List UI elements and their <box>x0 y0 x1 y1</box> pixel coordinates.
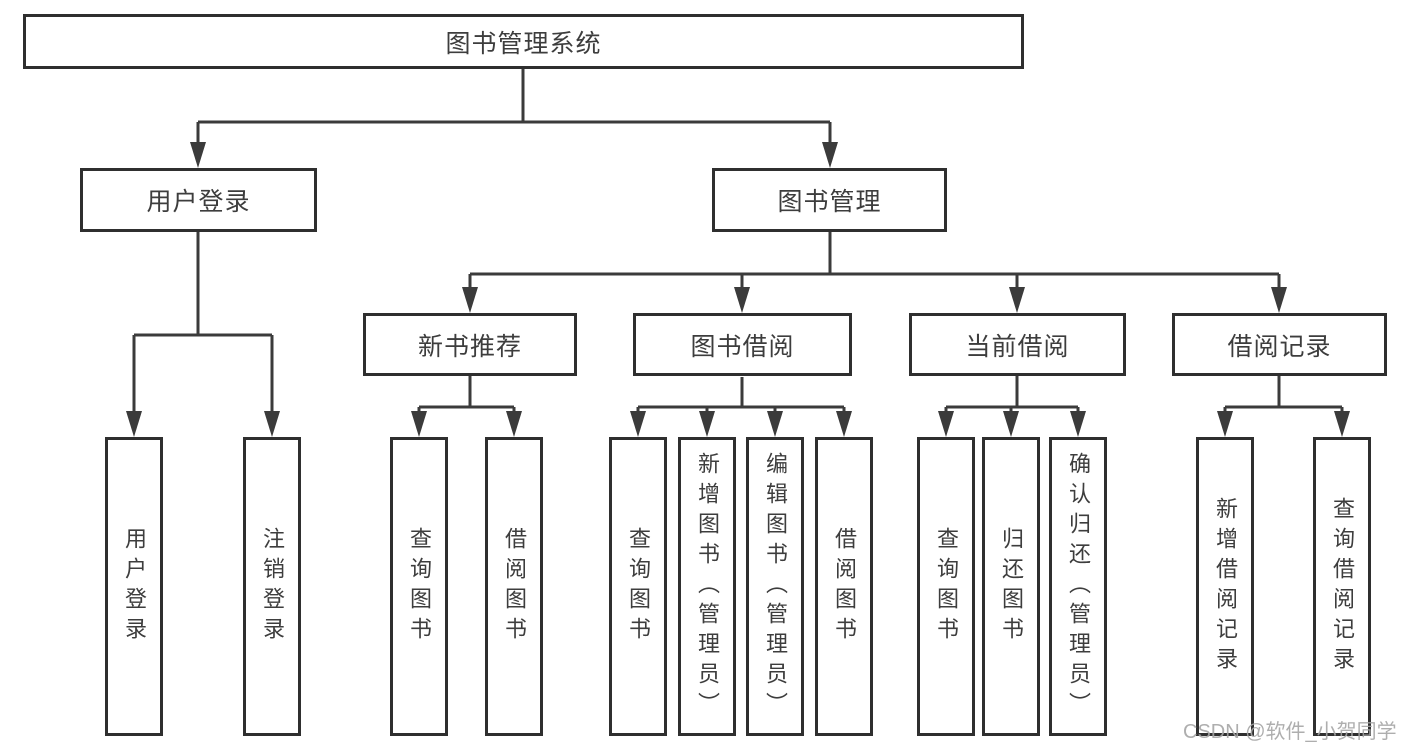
leaf-query-books-2: 查询图书 <box>609 437 667 736</box>
node-root: 图书管理系统 <box>23 14 1024 69</box>
leaf-label: 归还图书 <box>999 526 1024 647</box>
leaf-borrow-books-2: 借阅图书 <box>815 437 873 736</box>
leaf-label: 查询图书 <box>934 526 959 647</box>
leaf-label: 借阅图书 <box>502 526 527 647</box>
node-book-borrow: 图书借阅 <box>633 313 852 376</box>
arrow-down-icons <box>126 142 1350 437</box>
node-borrow-records: 借阅记录 <box>1172 313 1387 376</box>
leaf-confirm-return-admin: 确认归还（管理员） <box>1049 437 1107 736</box>
leaf-label: 借阅图书 <box>832 526 857 647</box>
leaf-label: 确认归还（管理员） <box>1066 451 1091 722</box>
node-new-book-recommend: 新书推荐 <box>363 313 577 376</box>
watermark: CSDN @软件_小贺同学 <box>1183 721 1397 743</box>
leaf-label: 注销登录 <box>260 526 285 647</box>
connector-records-children <box>1223 376 1344 419</box>
node-current-borrow: 当前借阅 <box>909 313 1126 376</box>
connector-bookmgmt-children <box>468 232 1281 295</box>
leaf-query-books-1: 查询图书 <box>390 437 448 736</box>
leaf-add-book-admin: 新增图书（管理员） <box>678 437 736 736</box>
leaf-query-books-3: 查询图书 <box>917 437 975 736</box>
leaf-borrow-books-1: 借阅图书 <box>485 437 543 736</box>
leaf-label: 查询借阅记录 <box>1330 496 1355 677</box>
connector-root-to-level2 <box>196 69 832 150</box>
connector-borrow-children <box>636 377 846 419</box>
leaf-label: 查询图书 <box>626 526 651 647</box>
node-book-management: 图书管理 <box>712 168 947 232</box>
leaf-label: 新增借阅记录 <box>1213 496 1238 677</box>
leaf-logout: 注销登录 <box>243 437 301 736</box>
leaf-edit-book-admin: 编辑图书（管理员） <box>746 437 804 736</box>
leaf-label: 新增图书（管理员） <box>695 451 720 722</box>
node-user-login: 用户登录 <box>80 168 317 232</box>
leaf-label: 查询图书 <box>407 526 432 647</box>
leaf-label: 编辑图书（管理员） <box>763 451 788 722</box>
leaf-label: 用户登录 <box>122 526 147 647</box>
leaf-add-borrow-record: 新增借阅记录 <box>1196 437 1254 736</box>
leaf-user-login: 用户登录 <box>105 437 163 736</box>
leaf-query-borrow-record: 查询借阅记录 <box>1313 437 1371 736</box>
connector-newrec-children <box>417 376 516 419</box>
leaf-return-book: 归还图书 <box>982 437 1040 736</box>
connector-userlogin-children <box>132 232 274 419</box>
